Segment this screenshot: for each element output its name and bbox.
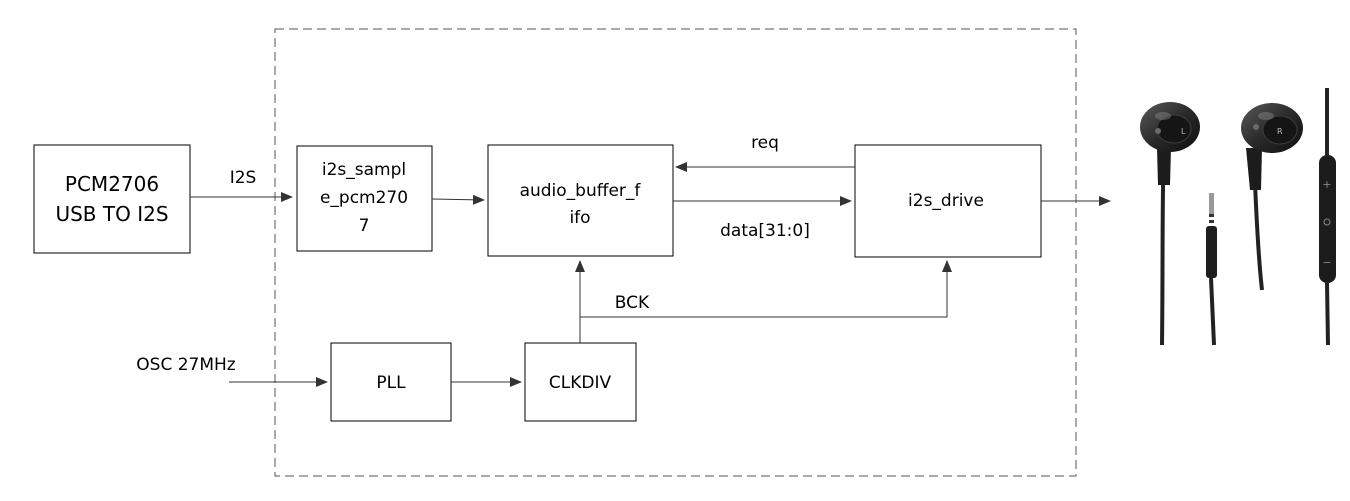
block-i2s-drive-line1: i2s_drive — [908, 191, 984, 211]
wire-bck-to-drive — [580, 260, 952, 318]
right-earbud: R — [1241, 103, 1303, 291]
label-bck: BCK — [615, 293, 650, 313]
block-audio-buffer-line1: audio_buffer_f — [520, 181, 642, 201]
label-req: req — [751, 133, 779, 153]
label-data: data[31:0] — [720, 221, 810, 241]
block-audio-buffer-fifo: audio_buffer_f ifo — [487, 144, 674, 257]
label-i2s: I2S — [230, 168, 257, 188]
left-earbud: L — [1140, 102, 1200, 346]
audio-jack — [1206, 193, 1217, 346]
earphones-image: L R + − — [1140, 88, 1336, 346]
remote-center-button — [1323, 218, 1331, 226]
fpga-boundary — [274, 28, 1077, 477]
block-i2s-sample-line3: 7 — [359, 216, 370, 236]
remote-control: + − — [1319, 88, 1336, 346]
block-i2s-sample-line1: i2s_sampl — [322, 160, 406, 180]
block-i2s-drive: i2s_drive — [854, 144, 1042, 258]
block-pll-line1: PLL — [376, 373, 406, 393]
left-marker: L — [1181, 127, 1186, 136]
block-clkdiv-line1: CLKDIV — [549, 373, 612, 393]
wire-sample-to-fifo — [431, 194, 485, 205]
block-i2s-sample-line2: e_pcm270 — [320, 188, 408, 208]
remote-minus: − — [1322, 256, 1331, 269]
block-pcm2706-line1: PCM2706 — [65, 172, 159, 196]
remote-plus: + — [1322, 178, 1331, 191]
right-marker: R — [1277, 127, 1283, 136]
block-audio-buffer-line2: ifo — [569, 208, 590, 228]
block-pcm2706-line2: USB TO I2S — [55, 202, 168, 226]
block-pll: PLL — [330, 342, 452, 422]
block-clkdiv: CLKDIV — [524, 342, 637, 422]
block-i2s-sample: i2s_sampl e_pcm270 7 — [296, 145, 433, 252]
block-pcm2706: PCM2706 USB TO I2S — [33, 144, 191, 254]
label-osc: OSC 27MHz — [136, 355, 236, 375]
